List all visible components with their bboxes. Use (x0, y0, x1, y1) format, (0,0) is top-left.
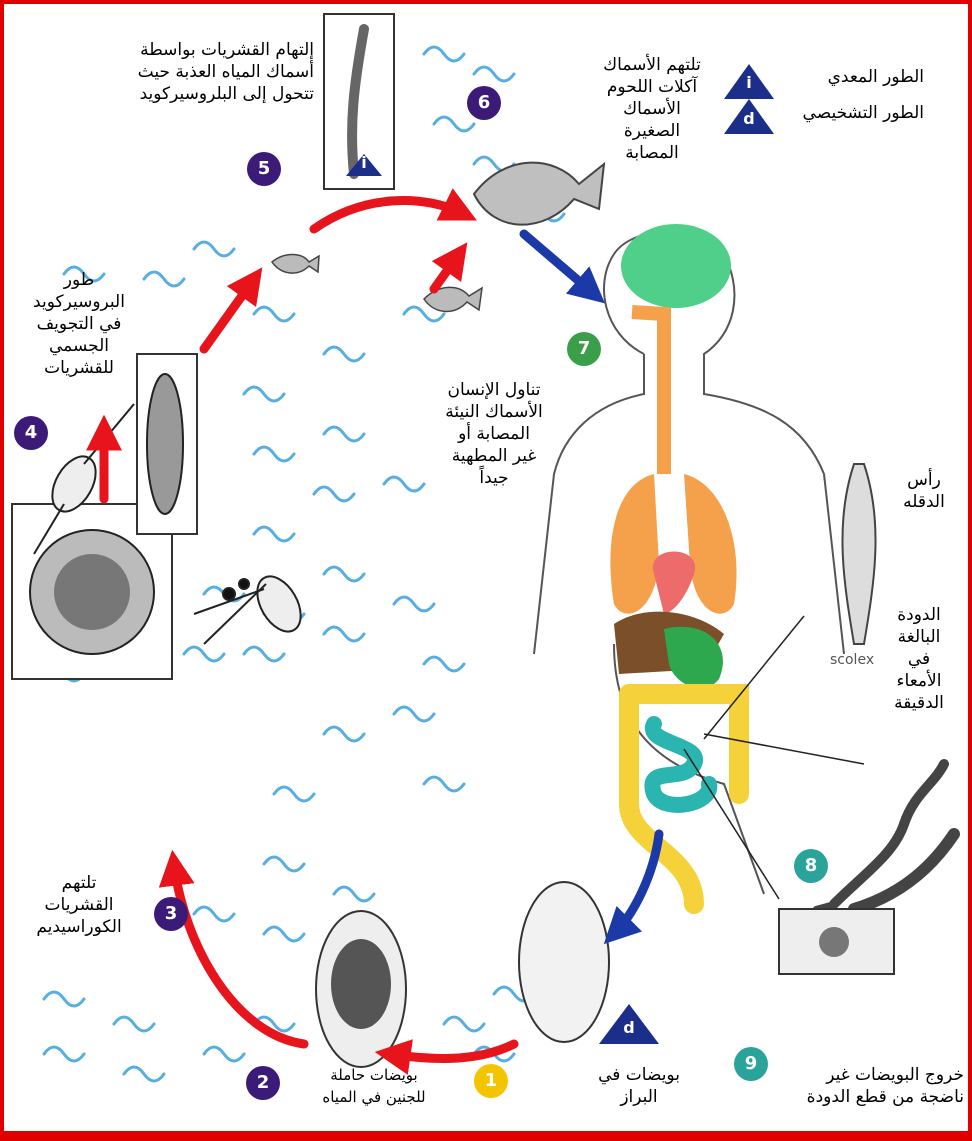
egg-in-feces (519, 882, 609, 1042)
scolex-label: رأسالدقله (884, 469, 964, 513)
legend-infective-label: الطور المعدي (764, 66, 924, 88)
step-6-label: تلتهم الأسماكآكلات اللحومالأسماكالصغيرةا… (582, 54, 722, 164)
large-fish (474, 163, 604, 225)
diagram-artwork: scolex (4, 4, 968, 1131)
step-5-label: إلتهام القشريات بواسطةأسماك المياه العذب… (44, 39, 314, 105)
adult-worm (816, 764, 954, 909)
esophagus (632, 312, 664, 474)
step-7-badge: 7 (567, 332, 601, 366)
procercoid-panel (137, 354, 197, 534)
step-4-badge: 4 (14, 416, 48, 450)
step-9-badge: 9 (734, 1047, 768, 1081)
step-3-label: تلتهمالقشرياتالكوراسيديم (19, 872, 139, 938)
legend-diagnostic-label: الطور التشخيصي (764, 102, 924, 124)
step-1-label: بويضات فيالبراز (584, 1064, 694, 1108)
copepod-bottom (194, 569, 310, 644)
step-6-badge: 6 (467, 86, 501, 120)
egg-diagnostic-symbol: d (617, 1017, 641, 1039)
embryonated-egg (316, 911, 406, 1067)
liver-stomach (614, 612, 724, 689)
step-1-badge: 1 (474, 1064, 508, 1098)
step-3-badge: 3 (154, 897, 188, 931)
step-2-badge: 2 (246, 1066, 280, 1100)
step-9-label: خروج البويضات غيرناضجة من قطع الدودة (764, 1064, 964, 1108)
legend-infective-symbol: i (741, 72, 757, 94)
tiny-fish (272, 255, 319, 274)
scolex-image-text: scolex (830, 652, 874, 668)
plerocercoid-infective-symbol: i (352, 152, 376, 174)
step-8-badge: 8 (794, 849, 828, 883)
step-5-badge: 5 (247, 152, 281, 186)
scolex-illustration: scolex (830, 464, 876, 668)
step-2-label: بويضات حاملةللجنين في المياه (304, 1064, 444, 1108)
brain (621, 224, 731, 308)
legend-diagnostic-symbol: d (741, 108, 757, 130)
small-intestine (652, 724, 709, 805)
step-8-label: الدودةالبالغةفيالأمعاءالدقيقة (874, 604, 964, 714)
proglottid-box (779, 909, 894, 974)
heart (653, 552, 695, 615)
step-7-label: تناول الإنسانالأسماك النيئةالمصابة أوغير… (419, 379, 569, 489)
step-4-label: طورالبروسيركويدفي التجويفالجسميللقشريات (4, 269, 154, 379)
